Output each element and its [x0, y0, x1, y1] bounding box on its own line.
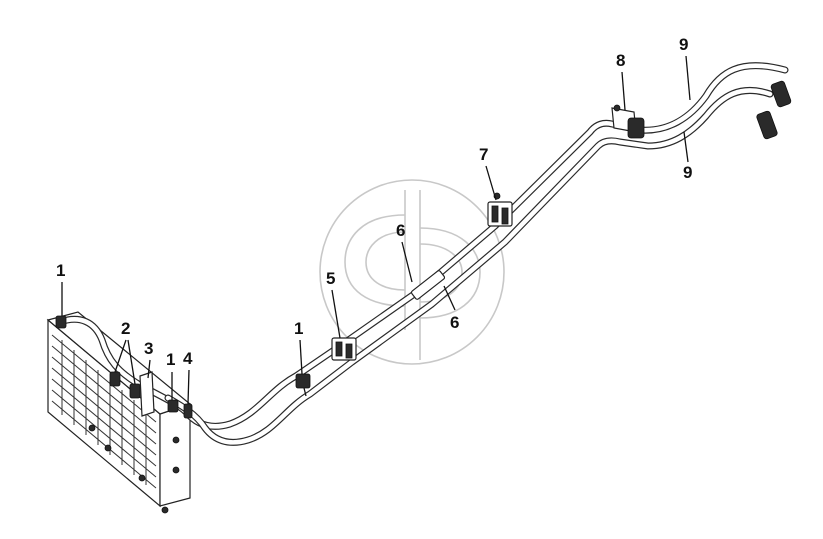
svg-text:9: 9 [683, 163, 692, 182]
svg-text:6: 6 [396, 221, 405, 240]
callout-5: 5 [326, 269, 341, 339]
hose-line-b [164, 86, 774, 446]
hose-end-fitting-upper [770, 80, 792, 108]
svg-text:3: 3 [144, 339, 153, 358]
callout-7: 7 [479, 145, 497, 201]
clamp-cooler-top [55, 315, 67, 329]
svg-text:6: 6 [450, 313, 459, 332]
clamp-1-mid-left [167, 399, 179, 413]
svg-text:7: 7 [479, 145, 488, 164]
callout-1-left-mid: 1 [166, 350, 175, 400]
callout-1-center: 1 [294, 319, 303, 375]
bracket-7 [487, 192, 513, 227]
callout-6-lower: 6 [443, 285, 459, 332]
callout-2: 2 [114, 319, 136, 385]
callout-1-top-left: 1 [56, 261, 65, 316]
svg-text:1: 1 [294, 319, 303, 338]
callout-6-upper: 6 [396, 221, 413, 283]
svg-text:8: 8 [616, 51, 625, 70]
fitting-8 [611, 104, 645, 139]
hose-line-a [56, 62, 789, 430]
svg-text:1: 1 [166, 350, 175, 369]
callout-9-upper: 9 [679, 35, 691, 101]
svg-text:2: 2 [121, 319, 130, 338]
clamp-1-center [295, 373, 311, 397]
hose-connector-4 [183, 403, 193, 419]
svg-text:1: 1 [56, 261, 65, 280]
svg-text:5: 5 [326, 269, 335, 288]
svg-text:4: 4 [183, 349, 193, 368]
callout-8: 8 [616, 51, 626, 111]
callout-9-lower: 9 [683, 131, 692, 182]
hose-sleeve-6 [410, 270, 446, 300]
bracket-5 [331, 337, 357, 361]
cooler-fins [51, 334, 157, 489]
watermark-logo [319, 179, 505, 365]
svg-text:9: 9 [679, 35, 688, 54]
bracket-3 [139, 371, 155, 417]
oil-cooler [46, 311, 192, 514]
callout-3: 3 [144, 339, 153, 379]
callout-4: 4 [183, 349, 193, 405]
hose-end-fitting-lower [756, 110, 778, 140]
